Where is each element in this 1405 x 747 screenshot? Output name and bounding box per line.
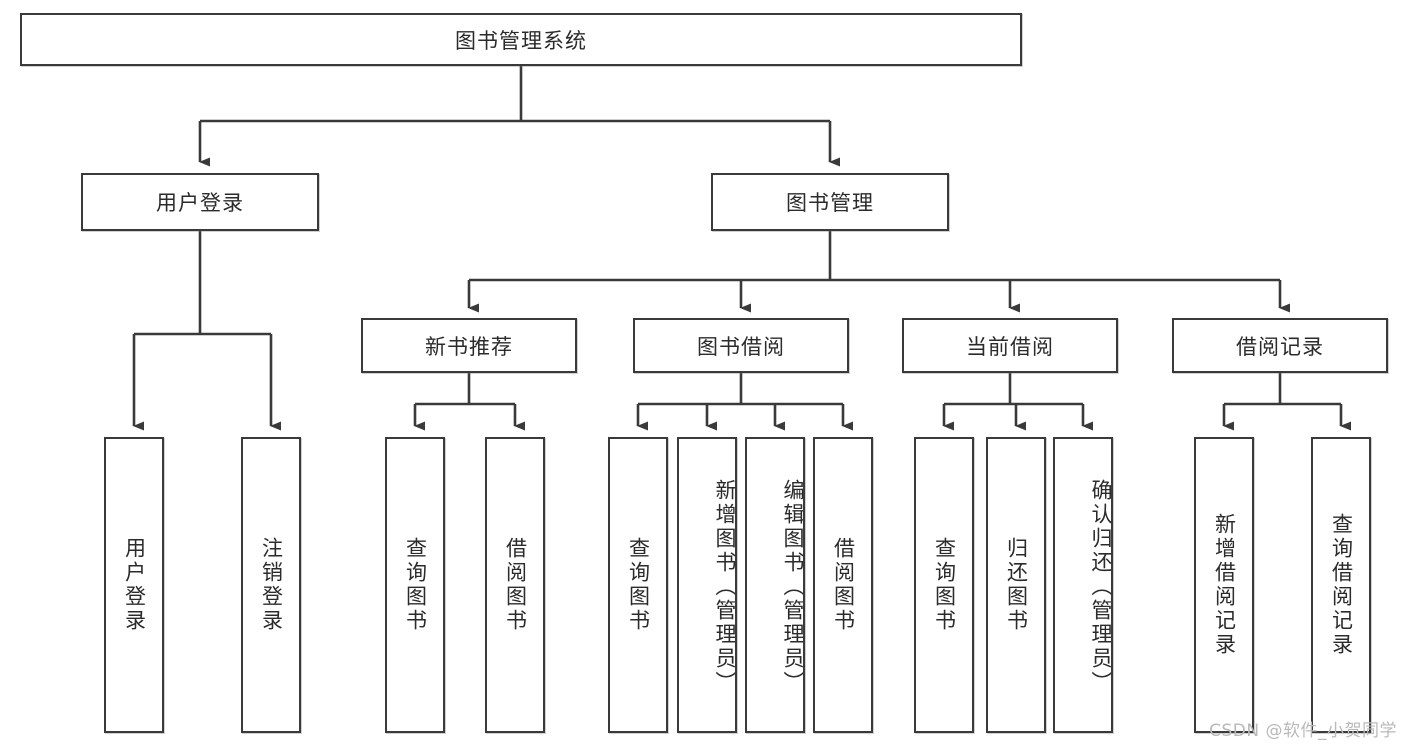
watermark-text: CSDN @软件_小贺同学 bbox=[1209, 721, 1397, 741]
node-new-book-recommend-label: 新书推荐 bbox=[425, 334, 513, 359]
node-leaf-query-book-1-label: 查询图书 bbox=[403, 537, 428, 633]
node-leaf-user-login[interactable]: 用户登录 bbox=[104, 437, 164, 733]
node-root-label: 图书管理系统 bbox=[455, 28, 587, 53]
node-leaf-edit-book[interactable]: 编辑图书（管理员） bbox=[745, 437, 805, 733]
node-leaf-query-book-3[interactable]: 查询图书 bbox=[914, 437, 974, 733]
node-book-management-label: 图书管理 bbox=[786, 191, 874, 215]
node-leaf-confirm-return[interactable]: 确认归还（管理员） bbox=[1053, 437, 1113, 733]
node-book-borrow[interactable]: 图书借阅 bbox=[633, 318, 849, 373]
node-user-login[interactable]: 用户登录 bbox=[81, 173, 319, 231]
node-leaf-return-book-label: 归还图书 bbox=[1004, 537, 1029, 633]
node-leaf-user-logout[interactable]: 注销登录 bbox=[241, 437, 301, 733]
node-leaf-edit-book-label: 编辑图书（管理员） bbox=[781, 479, 803, 695]
node-leaf-borrow-book-1-label: 借阅图书 bbox=[503, 537, 528, 633]
node-leaf-query-book-3-label: 查询图书 bbox=[932, 537, 957, 633]
node-leaf-borrow-book-2[interactable]: 借阅图书 bbox=[813, 437, 873, 733]
node-leaf-query-record[interactable]: 查询借阅记录 bbox=[1311, 437, 1371, 733]
node-leaf-add-book-label: 新增图书（管理员） bbox=[713, 479, 735, 695]
node-current-borrow-label: 当前借阅 bbox=[966, 334, 1054, 359]
node-new-book-recommend[interactable]: 新书推荐 bbox=[361, 318, 577, 373]
node-leaf-user-login-label: 用户登录 bbox=[122, 537, 147, 633]
node-book-borrow-label: 图书借阅 bbox=[697, 334, 785, 359]
node-leaf-add-record[interactable]: 新增借阅记录 bbox=[1194, 437, 1254, 733]
node-leaf-borrow-book-1[interactable]: 借阅图书 bbox=[485, 437, 545, 733]
node-leaf-return-book[interactable]: 归还图书 bbox=[986, 437, 1046, 733]
node-leaf-query-record-label: 查询借阅记录 bbox=[1329, 513, 1354, 657]
node-leaf-add-book[interactable]: 新增图书（管理员） bbox=[677, 437, 737, 733]
node-borrow-record[interactable]: 借阅记录 bbox=[1172, 318, 1388, 373]
node-leaf-query-book-2-label: 查询图书 bbox=[626, 537, 651, 633]
node-leaf-query-book-2[interactable]: 查询图书 bbox=[608, 437, 668, 733]
node-root[interactable]: 图书管理系统 bbox=[20, 13, 1022, 66]
node-leaf-borrow-book-2-label: 借阅图书 bbox=[831, 537, 856, 633]
node-book-management[interactable]: 图书管理 bbox=[711, 173, 949, 231]
node-borrow-record-label: 借阅记录 bbox=[1236, 334, 1324, 359]
node-current-borrow[interactable]: 当前借阅 bbox=[902, 318, 1118, 373]
node-user-login-label: 用户登录 bbox=[156, 191, 244, 215]
node-leaf-query-book-1[interactable]: 查询图书 bbox=[385, 437, 445, 733]
node-leaf-confirm-return-label: 确认归还（管理员） bbox=[1089, 479, 1111, 695]
node-leaf-user-logout-label: 注销登录 bbox=[259, 537, 284, 633]
node-leaf-add-record-label: 新增借阅记录 bbox=[1212, 513, 1237, 657]
